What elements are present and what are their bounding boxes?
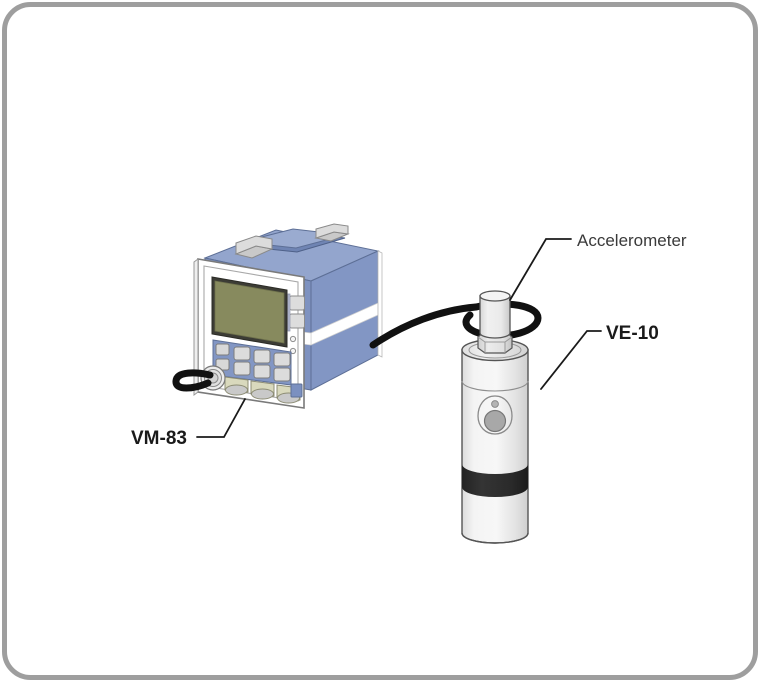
label-ve10: VE-10 (606, 323, 659, 344)
keypad-key-r1c3[interactable] (273, 352, 291, 367)
sensor-seam-line (461, 380, 529, 392)
side-key-housing (287, 293, 291, 332)
sensor-badge-dot-large (483, 409, 507, 433)
leader-ve10 (540, 330, 602, 390)
indicator-dot-1 (289, 335, 297, 343)
meter-handle-mount-left (234, 235, 274, 259)
vm83-meter (193, 223, 383, 409)
keypad-key-r2c3[interactable] (273, 367, 291, 382)
keypad-key-r1c2[interactable] (253, 349, 271, 364)
keypad-row-1 (233, 346, 291, 367)
meter-status-square (290, 383, 303, 398)
side-key-1[interactable] (289, 295, 305, 311)
soft-key-2-cap (251, 388, 274, 400)
meter-side-keys (287, 293, 305, 332)
meter-panel-thickness (193, 258, 199, 396)
leader-accelerometer (509, 238, 572, 301)
indicator-dot-2 (289, 347, 297, 355)
meter-lcd-display (211, 276, 288, 348)
meter-body-edge-highlight (377, 250, 383, 358)
leader-lines (196, 238, 602, 438)
sensor-connector-stud (479, 295, 511, 339)
meter-handle-mount-right (314, 223, 350, 242)
keypad-row-2 (233, 361, 291, 382)
sensor-bottom-edge (461, 532, 529, 544)
sensor-black-band (462, 464, 528, 497)
label-vm83: VM-83 (131, 428, 187, 449)
ve10-accelerometer (461, 290, 529, 544)
cable-sensor-loop (462, 300, 542, 340)
label-accelerometer: Accelerometer (577, 231, 687, 250)
leader-vm83 (196, 398, 246, 438)
cable-meter-pigtail (172, 369, 214, 392)
connection-cable (172, 300, 542, 392)
soft-key-1-cap (225, 384, 248, 396)
sensor-body (461, 349, 529, 544)
sensor-connector-stud-top (479, 290, 511, 302)
lcd-screen-surface (214, 280, 285, 344)
sensor-badge-dot-small (491, 400, 499, 408)
keypad-key-r2c2[interactable] (253, 364, 271, 379)
keypad-key-small-1[interactable] (215, 343, 230, 356)
keypad-key-r1c1[interactable] (233, 346, 251, 361)
side-key-2[interactable] (289, 313, 305, 329)
cable-main-run (369, 303, 480, 349)
keypad-key-r2c1[interactable] (233, 361, 251, 376)
sensor-badge (477, 395, 513, 435)
